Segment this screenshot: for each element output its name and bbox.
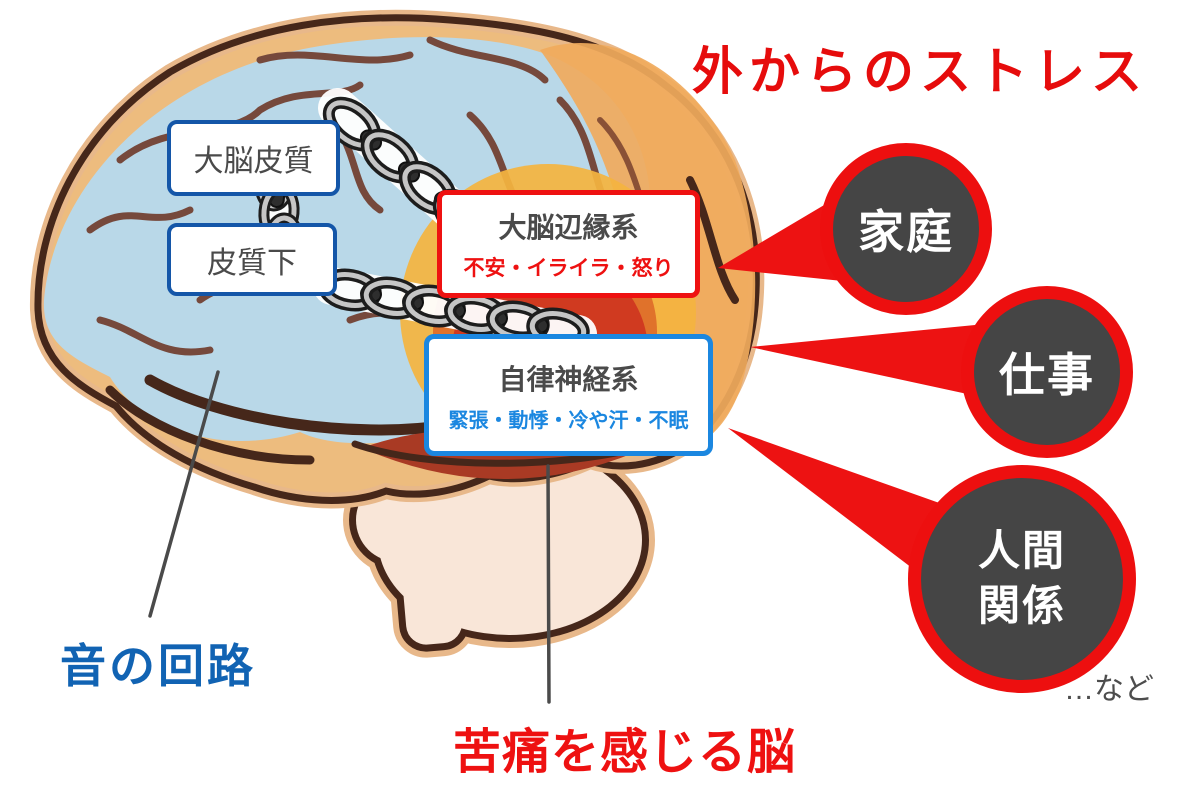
- autonomic-label: 自律神経系: [498, 363, 639, 395]
- stress-circle-work: 仕事: [961, 286, 1133, 458]
- page-title: 外からのストレス: [692, 43, 1149, 100]
- wedge-to-family: [718, 198, 852, 282]
- limbic-symptoms: 不安・イライラ・怒り: [463, 257, 674, 280]
- pain-brain-label: 苦痛を感じる脳: [453, 726, 797, 779]
- wedge-to-work: [750, 325, 975, 395]
- cortex-label: 大脳皮質: [193, 145, 314, 178]
- callout-wedges: [718, 198, 975, 568]
- label-box-subcortex: 皮質下: [167, 223, 337, 296]
- stress-circle-relations: 人間 関係: [908, 465, 1136, 693]
- pain-brain-pointer: [546, 464, 551, 704]
- pointer-lines: [148, 370, 551, 704]
- etc-label: …など: [1064, 673, 1154, 706]
- label-box-autonomic: 自律神経系 緊張・動悸・冷や汗・不眠: [424, 334, 713, 456]
- stress-circle-family: 家庭: [820, 143, 992, 315]
- stress-circle-relations-label: 人間 関係: [977, 527, 1066, 629]
- stress-circle-family-label: 家庭: [858, 206, 954, 258]
- wedge-to-relations: [728, 428, 945, 568]
- autonomic-symptoms: 緊張・動悸・冷や汗・不眠: [448, 409, 689, 432]
- limbic-label: 大脳辺縁系: [498, 212, 639, 243]
- sound-circuit-pointer: [148, 370, 220, 618]
- label-box-cortex: 大脳皮質: [167, 120, 340, 196]
- stress-circle-work-label: 仕事: [999, 349, 1095, 401]
- sound-circuit-label: 音の回路: [60, 640, 256, 692]
- label-box-limbic: 大脳辺縁系 不安・イライラ・怒り: [437, 190, 700, 298]
- subcortex-label: 皮質下: [207, 246, 297, 280]
